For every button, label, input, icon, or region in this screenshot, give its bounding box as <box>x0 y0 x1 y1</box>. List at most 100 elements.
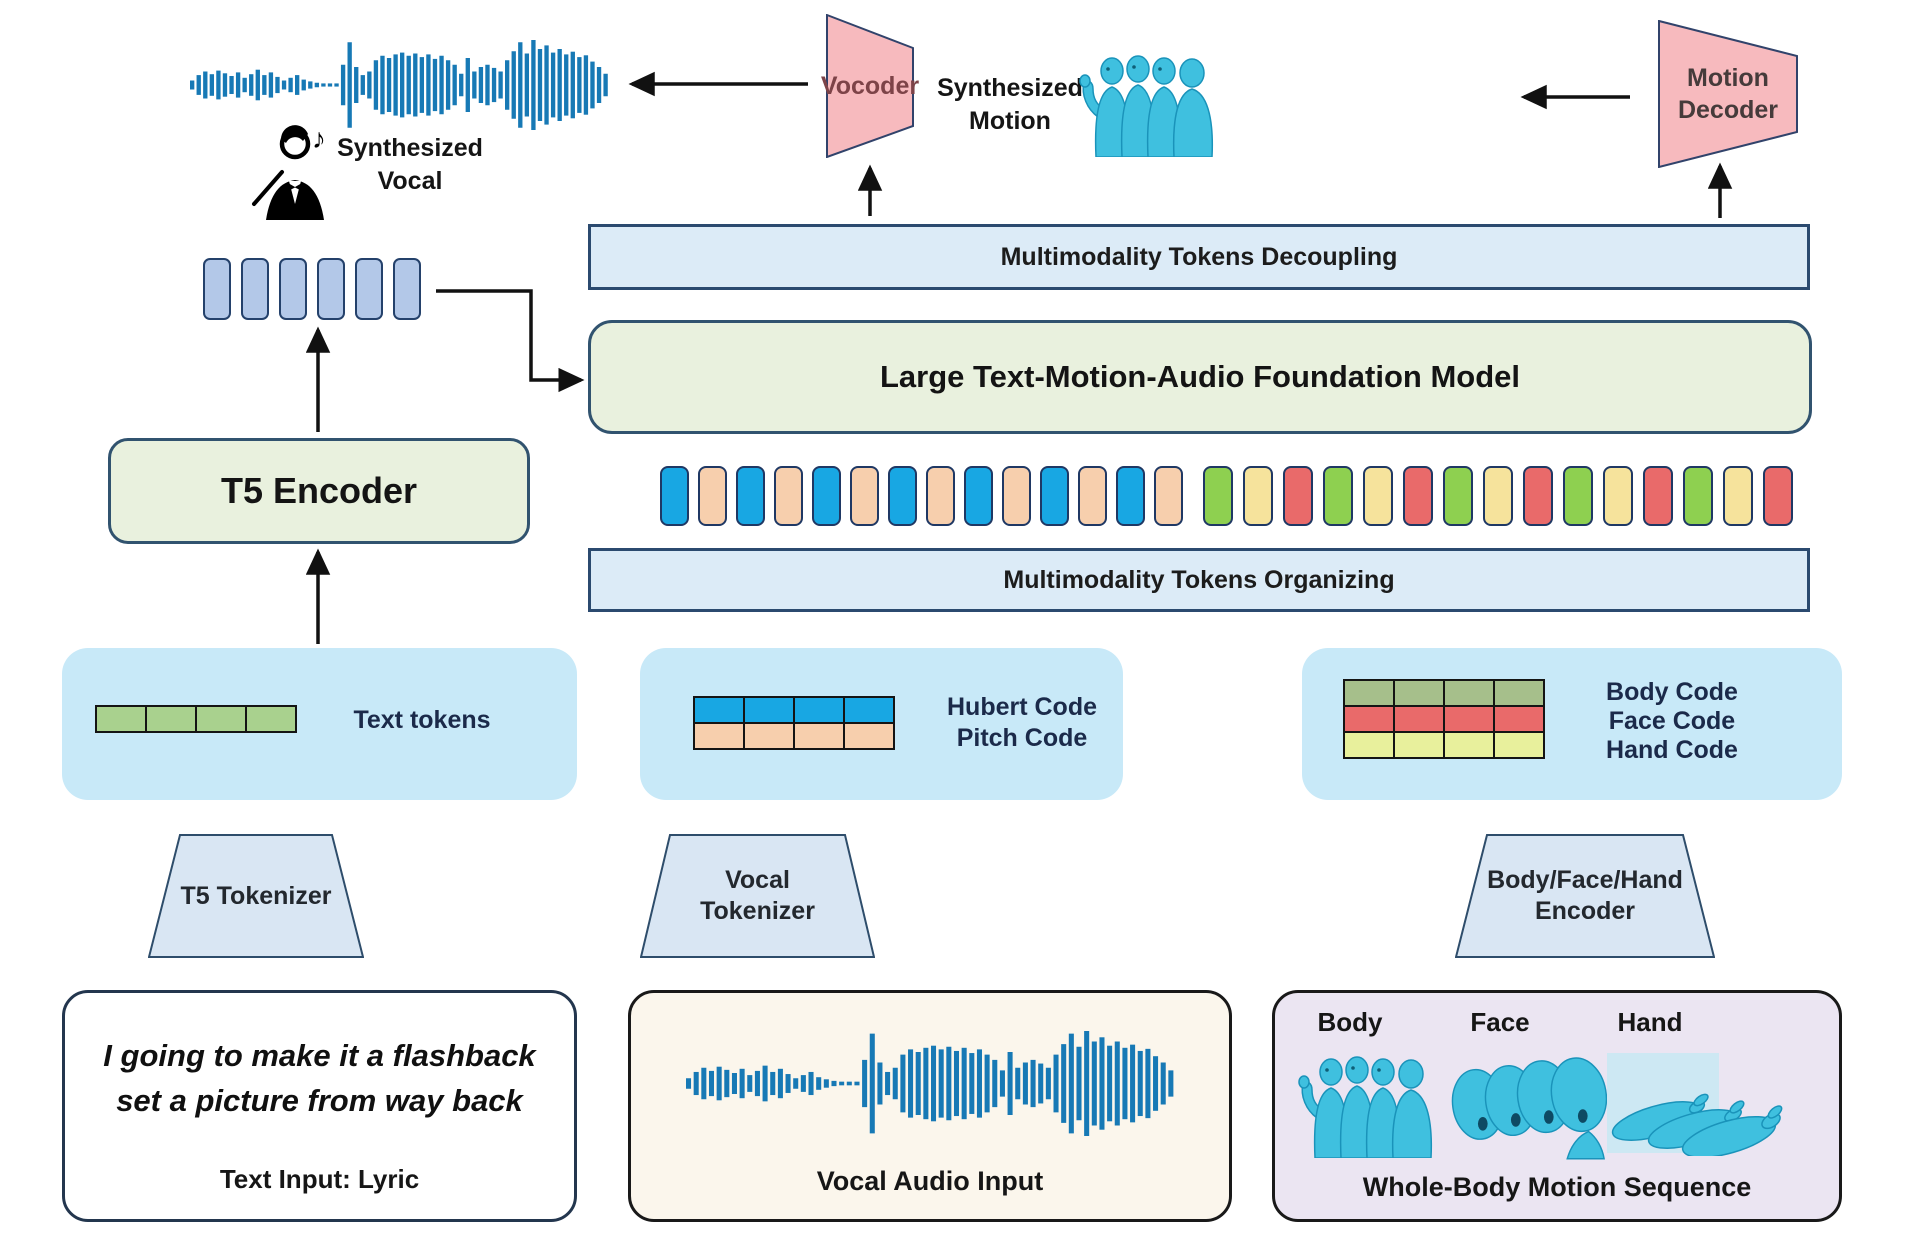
synthesized-vocal-label: Synthesized Vocal <box>337 134 483 195</box>
code-cell <box>95 705 147 733</box>
code-cell <box>843 696 895 724</box>
token <box>926 466 955 526</box>
token <box>1002 466 1031 526</box>
text-token-stack <box>203 258 421 320</box>
motion-decoder-label: Motion Decoder <box>1677 64 1779 124</box>
token <box>850 466 879 526</box>
code-cell <box>1343 679 1395 707</box>
token <box>1603 466 1633 526</box>
body-part-label: Body <box>1317 1007 1383 1037</box>
token <box>1116 466 1145 526</box>
token <box>203 258 231 320</box>
code-cell <box>693 696 745 724</box>
token <box>1203 466 1233 526</box>
token <box>1763 466 1793 526</box>
code-cell <box>1393 731 1445 759</box>
token <box>1443 466 1473 526</box>
token <box>1523 466 1553 526</box>
hand-motion-image <box>1605 1051 1790 1156</box>
text-tokens-box: Text tokens <box>62 648 577 800</box>
code-cell <box>1443 731 1495 759</box>
t5-encoder-label: T5 Encoder <box>220 470 418 511</box>
organizing-label: Multimodality Tokens Organizing <box>1003 565 1395 594</box>
motion-decoder-block: Motion Decoder <box>1658 20 1798 168</box>
vocoder-block: Vocoder <box>820 14 920 158</box>
vocal-tokenizer-shape <box>640 834 875 958</box>
token <box>1363 466 1393 526</box>
token <box>1283 466 1313 526</box>
token <box>1040 466 1069 526</box>
code-cell <box>1443 679 1495 707</box>
vocal-audio-input-box: Vocal Audio Input <box>628 990 1232 1222</box>
face-part-label: Face <box>1470 1007 1530 1037</box>
code-cell <box>1343 731 1395 759</box>
code-cell <box>1343 705 1395 733</box>
code-cell <box>793 722 845 750</box>
multimodality-tokens-organizing-bar: Multimodality Tokens Organizing <box>588 548 1810 612</box>
lyric-input-box: I going to make it a flashback set a pic… <box>62 990 577 1222</box>
code-cell <box>1393 705 1445 733</box>
motion-sequence-box: Body Face Hand Whole-Body Motion Sequenc… <box>1272 990 1842 1222</box>
token <box>660 466 689 526</box>
vocal-audio-caption: Vocal Audio Input <box>816 1166 1044 1196</box>
motion-decoder-trapezoid-shape <box>1658 20 1798 168</box>
code-cell <box>1443 705 1495 733</box>
token <box>1323 466 1353 526</box>
audio-token-row <box>660 466 1183 526</box>
code-cell <box>1393 679 1445 707</box>
token <box>1403 466 1433 526</box>
svg-text:♪: ♪ <box>312 123 326 154</box>
code-cell <box>693 722 745 750</box>
vocal-tokenizer-block: Vocal Tokenizer <box>640 834 875 958</box>
synthesized-motion-label: Synthesized Motion <box>937 74 1083 135</box>
code-cell <box>245 705 297 733</box>
body-face-hand-encoder-label: Body/Face/Hand Encoder <box>1487 866 1683 925</box>
token <box>393 258 421 320</box>
token <box>355 258 383 320</box>
token <box>279 258 307 320</box>
code-cell <box>743 722 795 750</box>
motion-codes-label: Body Code Face Code Hand Code <box>1606 678 1738 764</box>
t5-encoder-box: T5 Encoder <box>108 438 530 544</box>
token <box>241 258 269 320</box>
body-face-hand-encoder-shape <box>1455 834 1715 958</box>
token <box>1643 466 1673 526</box>
lyric-text: I going to make it a flashback set a pic… <box>103 1038 536 1118</box>
token <box>317 258 345 320</box>
body-face-hand-encoder-block: Body/Face/Hand Encoder <box>1455 834 1715 958</box>
vocal-tokenizer-label: Vocal Tokenizer <box>700 866 815 925</box>
token <box>964 466 993 526</box>
hand-part-label: Hand <box>1617 1007 1683 1037</box>
decoupling-label: Multimodality Tokens Decoupling <box>1000 242 1398 271</box>
code-cell <box>1493 679 1545 707</box>
singer-icon: ♪ <box>252 123 326 220</box>
motion-codes-grid <box>1343 679 1545 759</box>
token <box>1483 466 1513 526</box>
code-cell <box>195 705 247 733</box>
synthesized-motion-figures-image <box>1078 45 1228 157</box>
vocal-audio-waveform <box>686 1031 1174 1136</box>
foundation-model-box: Large Text-Motion-Audio Foundation Model <box>588 320 1812 434</box>
t5-tokenizer-shape <box>148 834 364 958</box>
token <box>774 466 803 526</box>
vocal-codes-label: Hubert Code Pitch Code <box>947 693 1097 752</box>
arrow-tokens-to-foundation <box>436 289 585 393</box>
token <box>736 466 765 526</box>
multimodality-tokens-decoupling-bar: Multimodality Tokens Decoupling <box>588 224 1810 290</box>
token <box>812 466 841 526</box>
vocoder-trapezoid-shape <box>826 14 914 158</box>
motion-token-row <box>1203 466 1793 526</box>
text-tokens-grid <box>95 705 297 733</box>
code-cell <box>145 705 197 733</box>
code-cell <box>843 722 895 750</box>
code-cell <box>743 696 795 724</box>
synthesized-vocal-waveform <box>190 40 608 130</box>
vocal-codes-grid <box>693 696 895 750</box>
face-motion-image <box>1443 1039 1608 1163</box>
motion-codes-box: Body Code Face Code Hand Code <box>1302 648 1842 800</box>
vocoder-label: Vocoder <box>820 71 920 100</box>
token <box>1243 466 1273 526</box>
token <box>698 466 727 526</box>
motion-sequence-caption: Whole-Body Motion Sequence <box>1362 1172 1752 1202</box>
